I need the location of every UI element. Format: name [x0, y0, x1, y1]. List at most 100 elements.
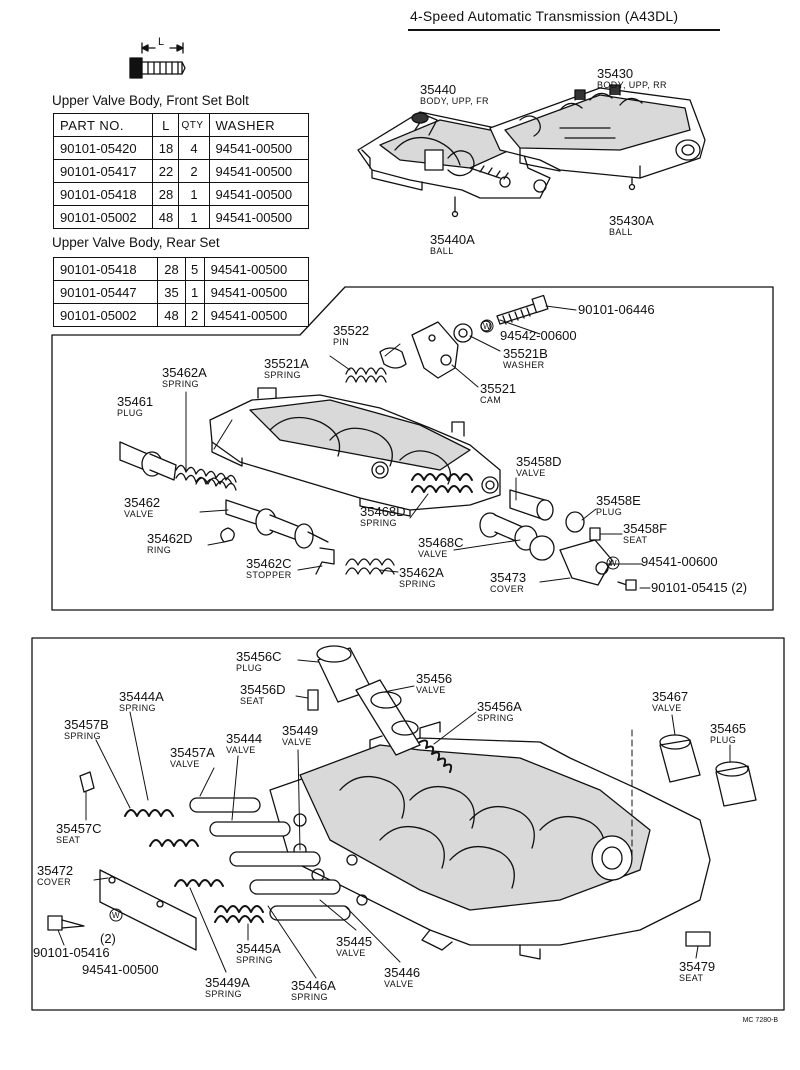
right-valve-train-drawing	[411, 473, 637, 591]
bolt-icon	[129, 42, 186, 79]
length-cell: 28	[157, 257, 186, 281]
qty-cell: 4	[178, 136, 210, 160]
washer-cell: 94541-00500	[203, 303, 310, 327]
part-label-90101-05416: 90101-05416	[33, 945, 110, 960]
leader-lines	[57, 305, 731, 979]
qty-cell: 1	[178, 205, 210, 229]
part-no-cell: 90101-05002	[52, 205, 154, 229]
qty-cell: 2	[184, 303, 205, 327]
washer-cell: 94541-00500	[208, 136, 309, 160]
length-cell: 48	[157, 303, 186, 327]
length-cell: 22	[152, 159, 180, 183]
bolt-length-label: L	[158, 36, 165, 48]
part-no-cell: 90101-05417	[52, 159, 154, 183]
part-label-90101-05415: 90101-05415 (2)	[651, 580, 748, 595]
part-label-94542-00600: 94542-00600	[500, 328, 577, 343]
part-no-cell: 90101-05420	[52, 136, 154, 160]
qty-cell: 1	[178, 182, 210, 206]
upper-valve-body-rear-drawing	[489, 84, 706, 191]
front-set-bolt-heading: Upper Valve Body, Front Set Bolt	[52, 93, 249, 108]
col-part-no: PART NO.	[52, 113, 154, 137]
col-qty: QTY	[178, 113, 210, 137]
qty-cell: 2	[178, 159, 210, 183]
lower-valve-train-drawing	[47, 645, 757, 951]
washer-cell: 94541-00500	[203, 257, 310, 281]
washer-cell: 94541-00500	[208, 205, 309, 229]
part-label-qty-2: (2)	[100, 931, 116, 946]
length-cell: 18	[152, 136, 180, 160]
washer-cell: 94541-00500	[203, 280, 310, 304]
part-no-cell: 90101-05418	[52, 182, 154, 206]
length-cell: 48	[152, 205, 180, 229]
page-title: 4-Speed Automatic Transmission (A43DL)	[410, 8, 679, 24]
part-no-cell: 90101-05418	[52, 257, 159, 281]
washer-symbol-2: W	[609, 559, 617, 568]
washer-symbol-3: W	[112, 911, 120, 920]
washer-symbols	[109, 319, 620, 922]
washer-symbol-1: W	[483, 322, 491, 331]
reference-code: MC 7280-B	[742, 1017, 778, 1024]
qty-cell: 1	[184, 280, 205, 304]
qty-cell: 5	[184, 257, 205, 281]
middle-valve-body-drawing	[209, 387, 501, 517]
table-header-row: PART NO. L QTY WASHER	[52, 113, 309, 137]
part-label-90101-06446: 90101-06446	[578, 302, 655, 317]
left-valve-train-drawing	[119, 441, 395, 575]
lower-group-frame	[31, 637, 785, 1011]
washer-cell: 94541-00500	[208, 182, 309, 206]
washer-cell: 94541-00500	[208, 159, 309, 183]
col-washer: WASHER	[208, 113, 309, 137]
middle-group-frame	[51, 286, 774, 611]
part-no-cell: 90101-05002	[52, 303, 159, 327]
title-underline	[408, 29, 720, 31]
